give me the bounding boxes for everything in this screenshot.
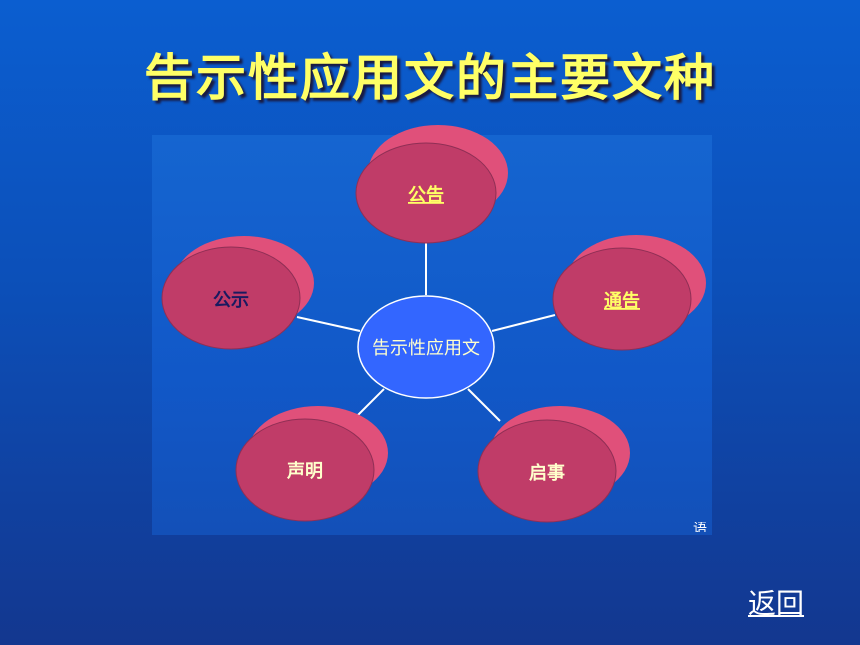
node-label-shengming: 声明 xyxy=(286,460,323,482)
node-gongshi: 公示 xyxy=(161,236,314,350)
connector-gongshi xyxy=(296,316,361,332)
node-label-qishi: 启事 xyxy=(529,462,565,484)
node-tonggao[interactable]: 通告 xyxy=(552,235,706,351)
center-node: 告示性应用文 xyxy=(357,295,495,399)
node-gonggao[interactable]: 公告 xyxy=(355,125,508,244)
node-label-gongshi: 公示 xyxy=(213,290,249,311)
connector-qishi xyxy=(467,388,501,422)
connector-shengming xyxy=(355,388,385,418)
node-qishi: 启事 xyxy=(477,406,630,523)
node-label-gonggao[interactable]: 公告 xyxy=(408,184,444,206)
center-label: 告示性应用文 xyxy=(372,338,480,359)
slide-title: 告示性应用文的主要文种 xyxy=(144,49,716,107)
hub-diagram: 公告 公示 通告 声明 启事 告示性应用文 xyxy=(161,125,706,523)
corner-glyph: 语 xyxy=(693,522,707,532)
node-label-tonggao[interactable]: 通告 xyxy=(604,290,640,312)
back-link[interactable]: 返回 xyxy=(748,587,805,620)
node-shengming: 声明 xyxy=(235,406,388,522)
connector-tonggao xyxy=(491,314,556,332)
